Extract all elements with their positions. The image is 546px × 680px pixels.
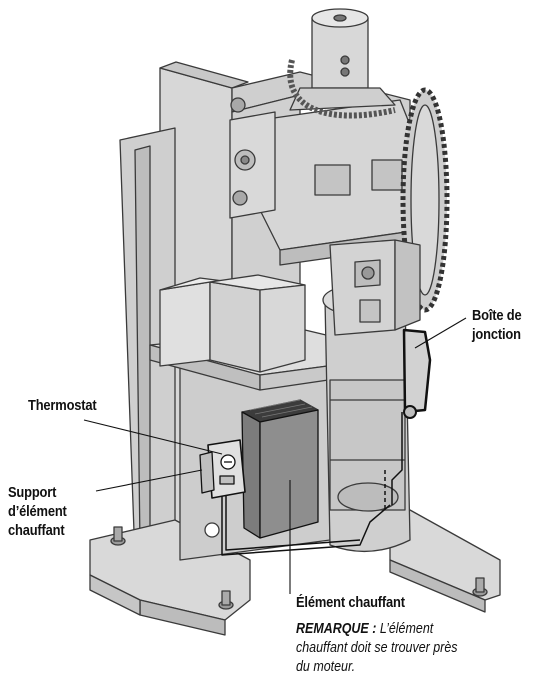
label-junction-box-2: jonction [472,326,521,343]
label-thermostat: Thermostat [28,397,97,414]
leader-junction-box [414,317,467,349]
leader-lines [83,317,467,594]
note-line-2: chauffant doit se trouver près [296,640,458,656]
note-line-3: du moteur. [296,659,356,675]
heating-element [241,399,319,539]
label-bracket-1: Support [8,484,57,501]
note-line-1: REMARQUE : L’élément [296,621,433,638]
leader-bracket [95,469,203,492]
note-line-1-text: L’élément [376,621,434,637]
mounting-hole [204,522,220,538]
brake-assembly [329,239,421,336]
thermostat [207,439,246,499]
label-junction-box-1: Boîte de [472,307,522,324]
leader-thermostat [83,419,223,455]
drive-chain [287,59,396,119]
base-foot-right [389,509,501,613]
output-shaft [289,8,396,111]
junction-box [402,328,432,419]
heater-bracket [199,451,215,494]
label-bracket-2: d’élément [8,503,67,520]
note-lead: REMARQUE : [296,621,377,637]
gearbox [229,97,421,266]
label-heating-element: Élément chauffant [296,594,405,611]
wiring [221,412,403,556]
label-bracket-3: chauffant [8,522,65,539]
capacitor-block [159,274,306,373]
